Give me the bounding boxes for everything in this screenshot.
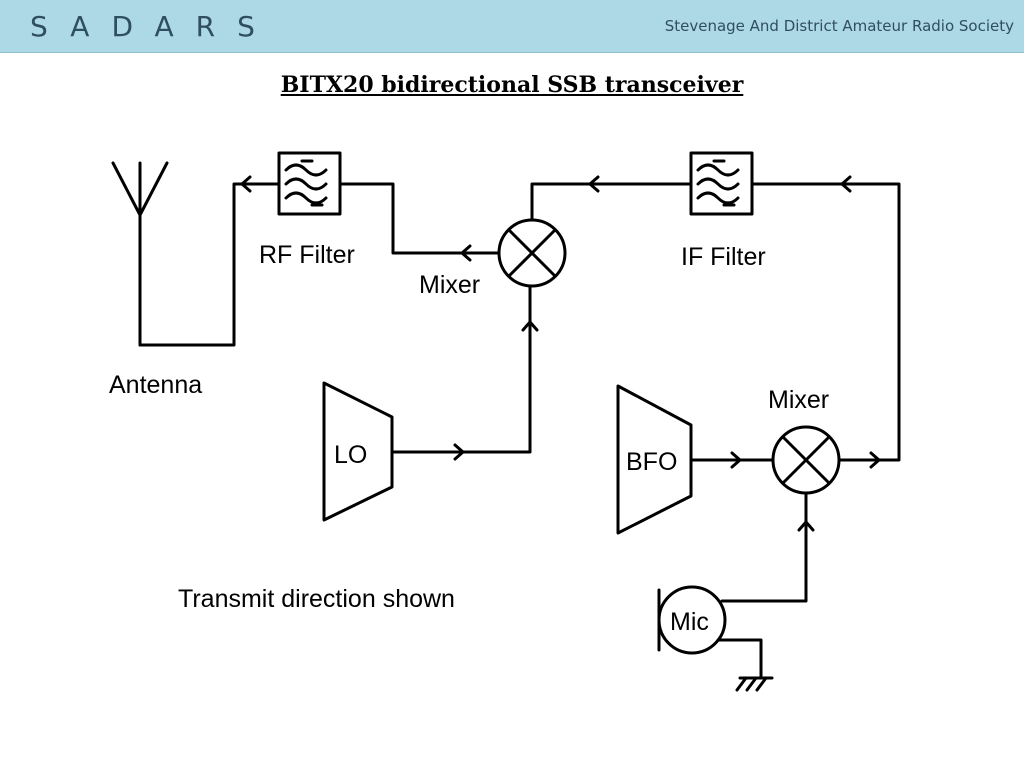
mixer-top-symbol [497, 218, 567, 288]
rf-filter-label: RF Filter [259, 241, 355, 269]
mixer-bottom-label: Mixer [768, 386, 829, 414]
wire-antenna-rf-filter [138, 175, 281, 347]
wire-if-filter-mixer-bottom [750, 175, 901, 469]
bfo-symbol [616, 384, 693, 535]
if-filter-label: IF Filter [681, 243, 766, 271]
wire-mic-ground [716, 638, 763, 680]
mic-symbol [657, 585, 727, 655]
header-bar: SADARS Stevenage And District Amateur Ra… [0, 0, 1024, 53]
rf-filter-symbol [277, 151, 342, 216]
mixer-bottom-symbol [771, 425, 841, 495]
wire-rf-filter-mixer [338, 182, 501, 262]
page-title: BITX20 bidirectional SSB transceiver [280, 72, 744, 98]
ground-symbol [735, 676, 774, 692]
wire-mixer-if-filter [530, 175, 693, 222]
lo-symbol [322, 381, 394, 522]
society-name: Stevenage And District Amateur Radio Soc… [664, 17, 1014, 35]
antenna-symbol [111, 161, 169, 347]
mic-label: Mic [670, 608, 709, 636]
brand-logo: SADARS [30, 10, 277, 43]
wire-mic-mixer [720, 491, 815, 603]
if-filter-symbol [689, 151, 754, 216]
lo-label: LO [334, 441, 367, 469]
antenna-label: Antenna [109, 371, 202, 399]
caption-transmit-direction: Transmit direction shown [178, 585, 455, 613]
wire-lo-mixer [390, 284, 539, 461]
mixer-top-label: Mixer [419, 271, 480, 299]
bfo-label: BFO [626, 448, 677, 476]
wire-bfo-mixer [689, 451, 775, 469]
